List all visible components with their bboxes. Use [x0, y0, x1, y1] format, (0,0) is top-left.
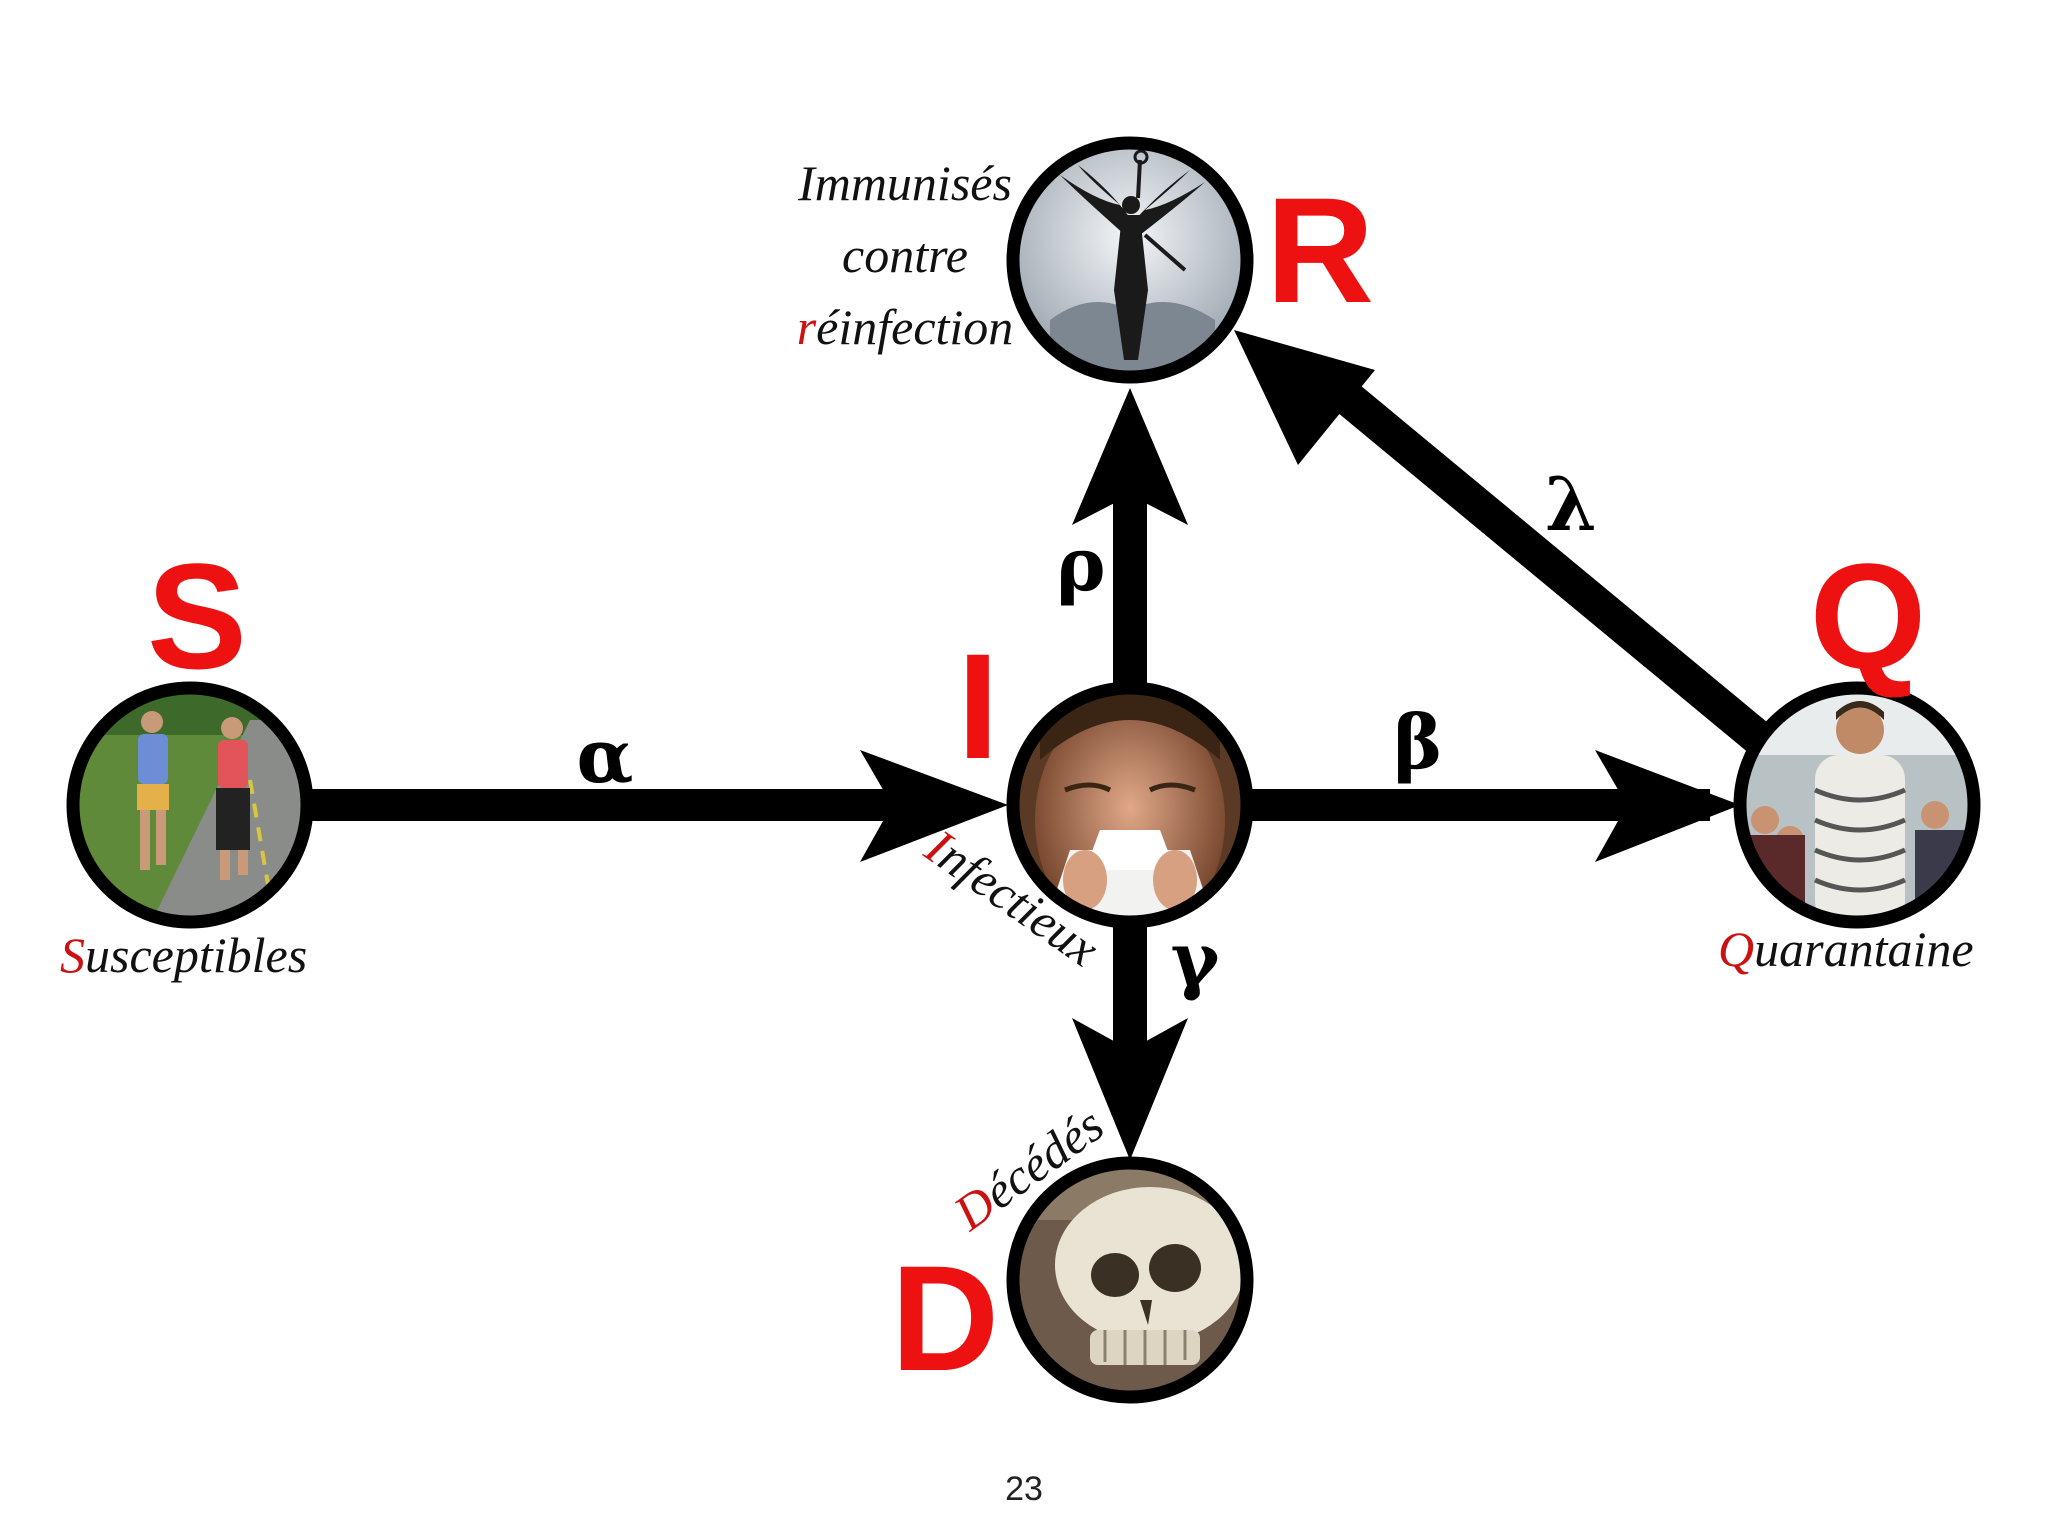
angel-statue-image [1013, 143, 1247, 377]
node-letter-q: Q [1810, 532, 1927, 700]
lambda-rate-label: λ [1545, 462, 1597, 548]
node-s: S Susceptibles [60, 532, 314, 983]
rho-rate-label: ρ [1056, 522, 1105, 608]
caption-susceptibles-initial: S [60, 927, 85, 983]
arrow-i-to-r [1072, 388, 1188, 690]
sneezing-man-image [1013, 688, 1247, 922]
caption-immunises-line3: réinfection [797, 299, 1014, 355]
caption-quarantaine-initial: Q [1718, 921, 1754, 977]
node-d: D Décédés [891, 1096, 1254, 1404]
node-r: R Immunisés contre réinfection [797, 136, 1374, 384]
arrow-i-to-q [1245, 750, 1740, 862]
alpha-rate-label: α [577, 714, 634, 800]
caption-immunises: Immunisés contre réinfection [797, 155, 1014, 355]
page-number: 23 [1005, 1470, 1043, 1508]
node-letter-i: I [957, 622, 999, 790]
caption-susceptibles-rest: usceptibles [85, 927, 307, 983]
node-letter-s: S [147, 532, 247, 700]
caption-susceptibles: Susceptibles [60, 927, 307, 983]
arrow-q-to-r [1234, 330, 1779, 759]
node-q: Q Quarantaine [1718, 532, 1981, 977]
skull-image [1013, 1163, 1247, 1397]
arrow-s-to-i [305, 750, 1008, 862]
caption-reinfection-initial: r [797, 299, 817, 355]
node-letter-d: D [891, 1234, 999, 1402]
beta-rate-label: β [1393, 700, 1442, 786]
arrow-i-to-d [1072, 920, 1188, 1160]
node-letter-r: R [1266, 166, 1374, 334]
caption-quarantaine: Quarantaine [1718, 921, 1974, 977]
caption-immunises-line1: Immunisés [797, 155, 1012, 211]
caption-immunises-line2: contre [842, 227, 968, 283]
caption-quarantaine-rest: uarantaine [1754, 921, 1973, 977]
gamma-rate-label: γ [1171, 917, 1221, 1003]
caption-reinfection-rest: éinfection [816, 299, 1013, 355]
